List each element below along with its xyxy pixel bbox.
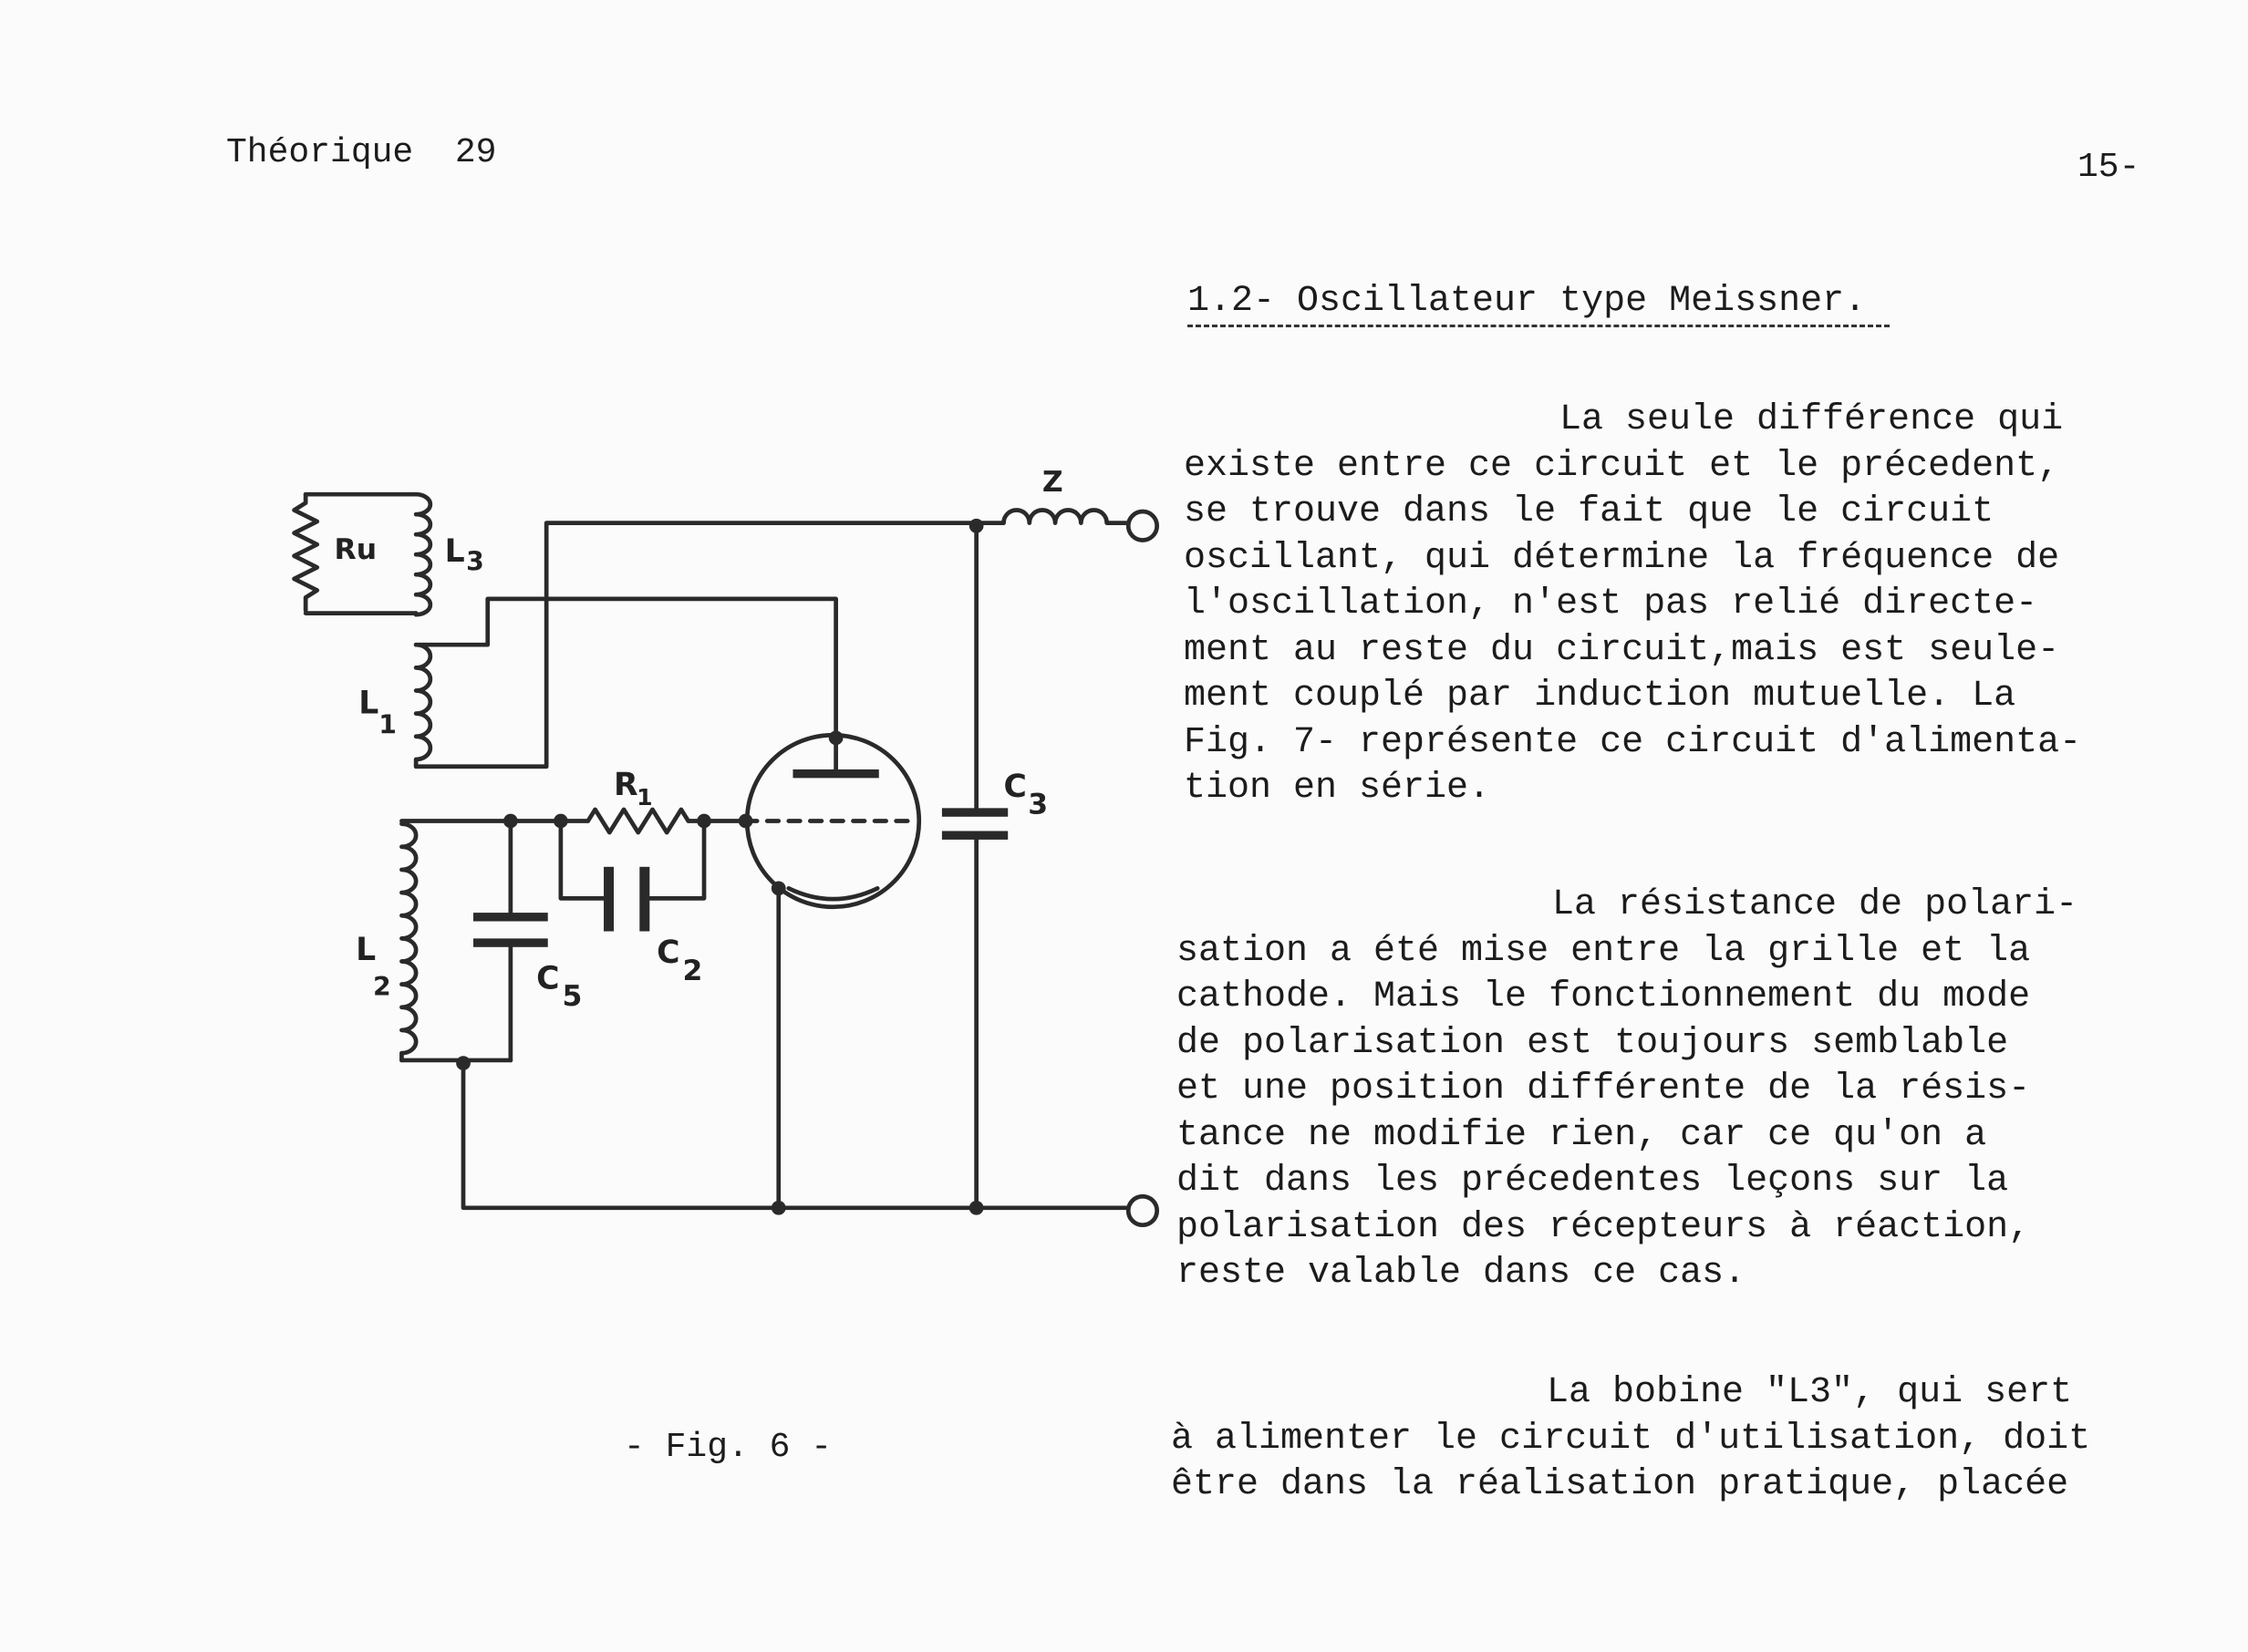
running-header: Théorique 29 bbox=[226, 133, 497, 172]
capacitor-c5-plate bbox=[473, 913, 548, 922]
junction bbox=[828, 730, 844, 746]
label-c5-sub: 5 bbox=[562, 980, 582, 1013]
junction bbox=[738, 813, 753, 829]
wire-ground bbox=[461, 1060, 1131, 1211]
text-line: sation a été mise entre la grille et la bbox=[1176, 930, 2031, 972]
label-r1: R bbox=[614, 767, 638, 803]
junction bbox=[456, 1056, 471, 1070]
text-line: existe entre ce circuit et le précedent, bbox=[1184, 445, 2060, 487]
text-line: être dans la réalisation pratique, placé… bbox=[1171, 1464, 2069, 1505]
text-line: de polarisation est toujours semblable bbox=[1176, 1022, 2009, 1064]
label-c5: C bbox=[536, 960, 559, 996]
label-r1-sub: 1 bbox=[637, 784, 652, 811]
capacitor-c5-plate bbox=[473, 938, 548, 947]
coil-l2 bbox=[399, 821, 419, 1063]
text-line: La bobine "L3", qui sert bbox=[1547, 1372, 2073, 1413]
text-line: dit dans les précedentes leçons sur la bbox=[1176, 1161, 2009, 1202]
paragraph-3: La bobine "L3", qui sert à alimenter le … bbox=[1171, 1370, 2090, 1509]
page-number: 15- bbox=[2077, 148, 2140, 187]
coil-l3 bbox=[413, 491, 433, 617]
text-line: oscillant, qui détermine la fréquence de bbox=[1184, 537, 2060, 579]
paragraph-2: La résistance de polari- sation a été mi… bbox=[1176, 883, 2077, 1297]
wire-l1-supply bbox=[413, 521, 1006, 769]
label-l3-sub: 3 bbox=[466, 546, 484, 576]
section-title-underline bbox=[1187, 325, 1890, 327]
text-line: à alimenter le circuit d'utilisation, do… bbox=[1171, 1418, 2091, 1460]
capacitor-c3-plate bbox=[941, 831, 1009, 840]
text-line: polarisation des récepteurs à réaction, bbox=[1176, 1206, 2031, 1248]
label-c2: C bbox=[657, 934, 679, 971]
text-line: tion en série. bbox=[1184, 768, 1491, 809]
junction bbox=[503, 813, 518, 829]
section-title: 1.2- Oscillateur type Meissner. bbox=[1187, 281, 1867, 322]
label-l3: L bbox=[445, 533, 465, 570]
capacitor-c2-plate bbox=[639, 866, 650, 932]
junction bbox=[771, 881, 786, 896]
terminal-bottom bbox=[1125, 1193, 1160, 1228]
label-c3-sub: 3 bbox=[1028, 789, 1048, 821]
junction bbox=[969, 518, 984, 533]
figure-caption: - Fig. 6 - bbox=[624, 1428, 833, 1467]
text-line: cathode. Mais le fonctionnement du mode bbox=[1176, 976, 2031, 1017]
junction bbox=[969, 1200, 984, 1215]
label-l2: L bbox=[356, 932, 376, 968]
label-c3: C bbox=[1003, 769, 1026, 805]
label-c2-sub: 2 bbox=[682, 955, 702, 987]
text-line: se trouve dans le fait que le circuit bbox=[1184, 491, 1994, 532]
capacitor-c2-plate bbox=[604, 866, 615, 932]
label-l1: L bbox=[358, 686, 378, 722]
label-ru: Ru bbox=[335, 533, 378, 566]
text-line: tance ne modifie rien, car ce qu'on a bbox=[1176, 1114, 1987, 1156]
label-z: Z bbox=[1042, 466, 1063, 499]
text-line: La seule différence qui bbox=[1559, 399, 2064, 440]
coil-l1 bbox=[413, 642, 433, 769]
label-l2-sub: 2 bbox=[373, 972, 391, 1002]
text-line: et une position différente de la résis- bbox=[1176, 1069, 2031, 1110]
text-line: ment couplé par induction mutuelle. La bbox=[1184, 676, 2016, 717]
tube-cathode bbox=[786, 886, 880, 902]
paragraph-1: La seule différence qui existe entre ce … bbox=[1184, 398, 2081, 812]
tube-plate bbox=[792, 769, 879, 779]
text-line: l'oscillation, n'est pas relié directe- bbox=[1184, 583, 2038, 625]
resistor-r1 bbox=[585, 807, 691, 835]
choke-z bbox=[1001, 508, 1131, 525]
text-line: reste valable dans ce cas. bbox=[1176, 1253, 1746, 1294]
text-line: La résistance de polari- bbox=[1552, 884, 2078, 925]
capacitor-c3-plate bbox=[941, 808, 1009, 817]
junction bbox=[697, 813, 711, 829]
resistor-ru bbox=[292, 491, 320, 613]
junction bbox=[554, 813, 568, 829]
text-line: ment au reste du circuit,mais est seule- bbox=[1184, 629, 2060, 671]
wire-l1-plate bbox=[413, 596, 838, 740]
junction bbox=[771, 1200, 786, 1215]
terminal-top bbox=[1125, 509, 1160, 542]
text-line: Fig. 7- représente ce circuit d'alimenta… bbox=[1184, 721, 2082, 763]
wire-c2 bbox=[558, 819, 707, 901]
label-l1-sub: 1 bbox=[378, 710, 397, 740]
